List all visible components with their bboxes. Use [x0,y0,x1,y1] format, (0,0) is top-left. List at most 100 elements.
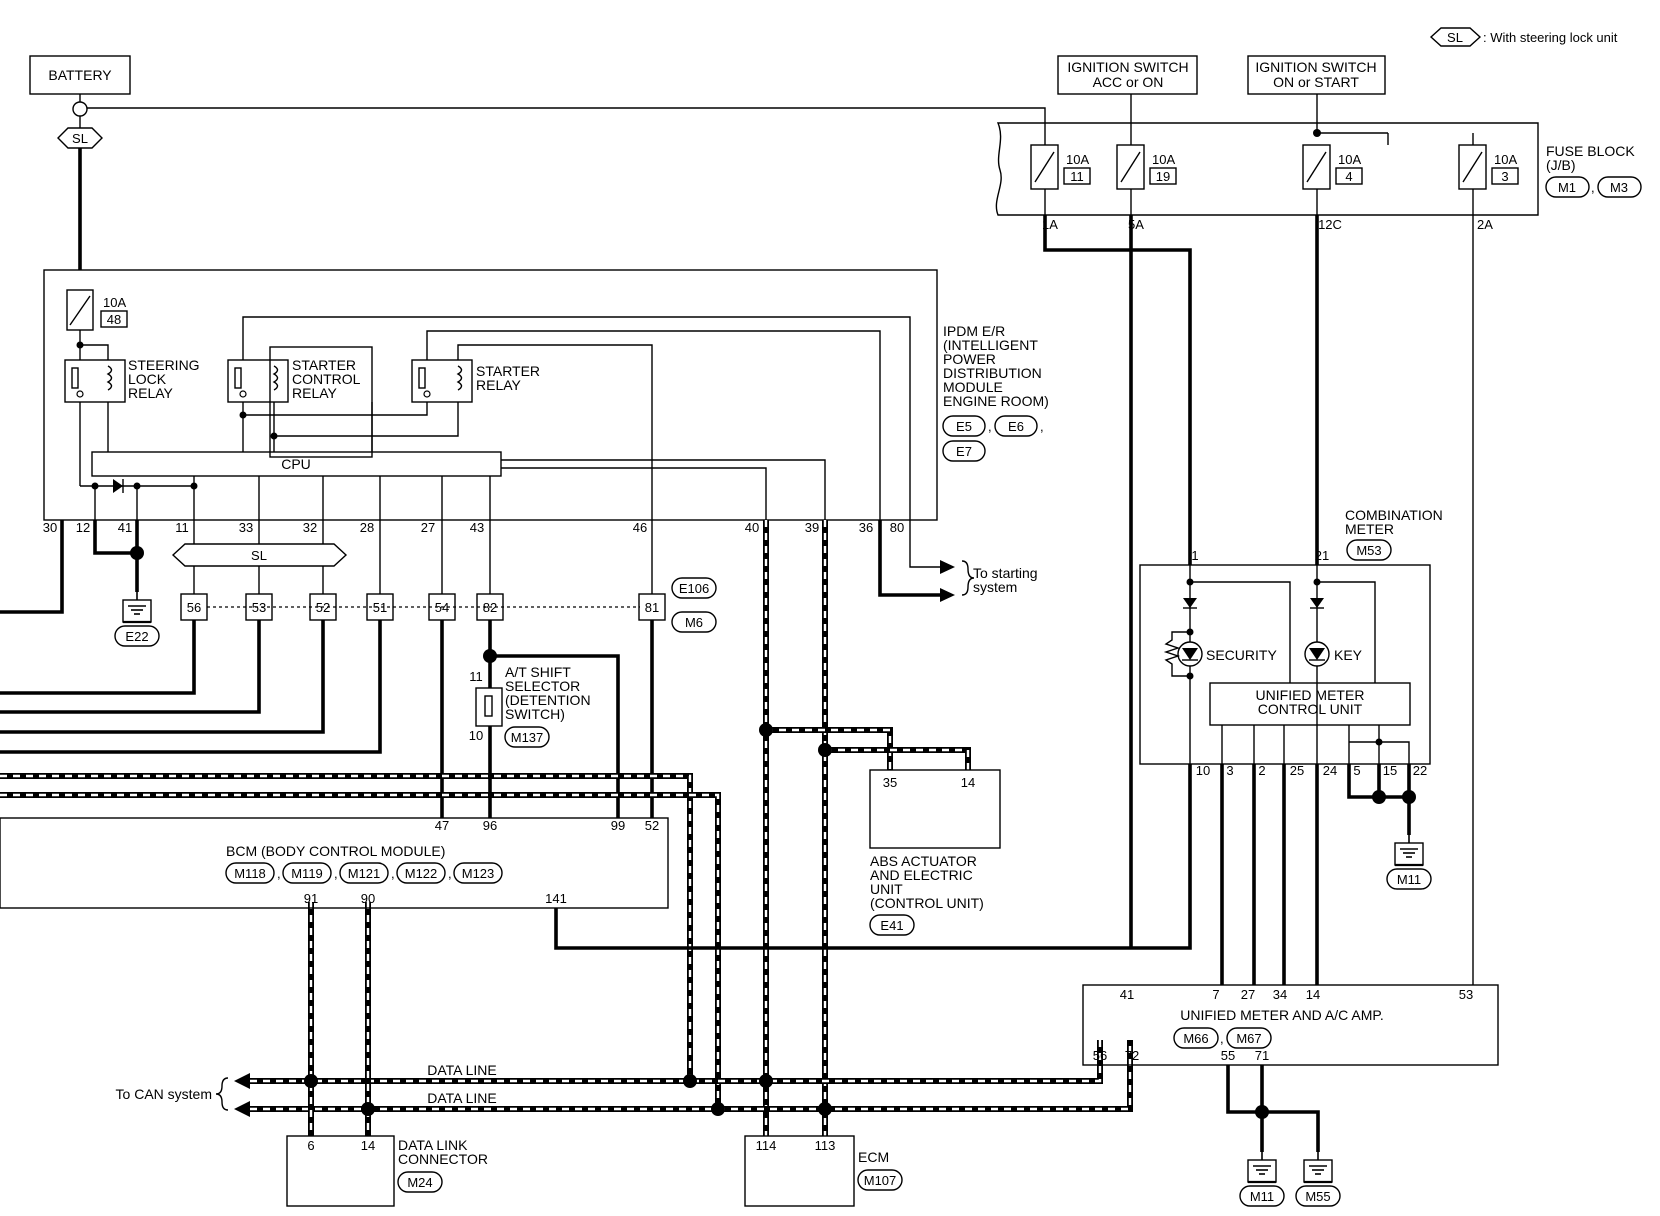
svg-text:10: 10 [469,728,483,743]
svg-text:M121: M121 [348,866,381,881]
svg-text:DISTRIBUTION: DISTRIBUTION [943,365,1042,381]
svg-text:80: 80 [890,520,904,535]
svg-text:STEERING: STEERING [128,357,200,373]
svg-text:M1: M1 [1558,180,1576,195]
svg-text:M53: M53 [1356,543,1381,558]
svg-text:IGNITION SWITCH: IGNITION SWITCH [1255,59,1376,75]
ipdm-pins: 30 12 41 11 33 32 28 27 43 46 40 39 36 8… [43,520,904,535]
ground-m55: M55 [1305,1189,1330,1204]
svg-text:99: 99 [611,818,625,833]
svg-text:35: 35 [883,775,897,790]
fuse-4: 10A 4 12C [1302,144,1363,232]
svg-text:E7: E7 [956,444,972,459]
svg-text:39: 39 [805,520,819,535]
svg-text:E6: E6 [1008,419,1024,434]
svg-text:27: 27 [421,520,435,535]
svg-text:52: 52 [316,600,330,615]
svg-text:12C: 12C [1318,217,1342,232]
key-indicator-label: KEY [1334,647,1363,663]
svg-text:12: 12 [76,520,90,535]
svg-text:,: , [277,866,281,881]
bcm: 47 96 99 52 BCM (BODY CONTROL MODULE) M1… [0,817,669,909]
svg-text:RELAY: RELAY [128,385,174,401]
svg-text:STARTER: STARTER [292,357,356,373]
svg-text:54: 54 [435,600,449,615]
svg-text:55: 55 [1221,1048,1235,1063]
svg-text:52: 52 [645,818,659,833]
svg-text:22: 22 [1413,763,1427,778]
joint-connector: 56 53 52 51 54 82 81 E106 M6 [180,577,717,633]
svg-text:48: 48 [107,312,121,327]
svg-text:M67: M67 [1236,1031,1261,1046]
svg-text:(DETENTION: (DETENTION [505,692,591,708]
svg-text:M122: M122 [405,866,438,881]
svg-text:,: , [1040,419,1044,434]
svg-text:82: 82 [483,600,497,615]
svg-text:UNIT: UNIT [870,881,903,897]
svg-text:90: 90 [361,891,375,906]
svg-text:M137: M137 [511,730,544,745]
svg-text:5: 5 [1353,763,1360,778]
svg-text:19: 19 [1156,169,1170,184]
svg-text:32: 32 [303,520,317,535]
svg-text:91: 91 [304,891,318,906]
svg-text:4: 4 [1345,169,1352,184]
bcm-label: BCM (BODY CONTROL MODULE) [226,843,445,859]
svg-text:POWER: POWER [943,351,996,367]
svg-text:AND ELECTRIC: AND ELECTRIC [870,867,973,883]
svg-text:14: 14 [361,1138,375,1153]
svg-text:43: 43 [470,520,484,535]
svg-text:114: 114 [756,1138,777,1153]
svg-text:SWITCH): SWITCH) [505,706,565,722]
svg-text:,: , [988,419,992,434]
svg-text:M118: M118 [234,866,266,881]
svg-text:system: system [973,579,1017,595]
sl-tag-battery [57,127,103,149]
ground-symbol-m55 [1302,1150,1334,1184]
svg-text:47: 47 [435,818,449,833]
svg-text:10A: 10A [1494,152,1517,167]
svg-text:CONTROL UNIT: CONTROL UNIT [1258,701,1363,717]
svg-text:STARTER: STARTER [476,363,540,379]
ground-m11-meter: M11 [1397,872,1421,887]
svg-text:53: 53 [252,600,266,615]
svg-text:METER: METER [1345,521,1394,537]
svg-text:CONTROL: CONTROL [292,371,361,387]
svg-text:(INTELLIGENT: (INTELLIGENT [943,337,1038,353]
svg-text:1: 1 [1191,548,1198,563]
svg-text:34: 34 [1273,987,1287,1002]
svg-text:M123: M123 [462,866,495,881]
svg-text:ON or START: ON or START [1273,74,1359,90]
svg-text:33: 33 [239,520,253,535]
svg-text:51: 51 [373,600,387,615]
ipdm-er: 10A 48 STEERING LOCK RELAY STARTER CONTR… [43,269,1049,535]
svg-text:RELAY: RELAY [476,377,522,393]
ecm: 114 113 ECM M107 [744,1135,903,1207]
svg-text:40: 40 [745,520,759,535]
abs-actuator: 35 14 ABS ACTUATOR AND ELECTRIC UNIT (CO… [869,769,1001,936]
svg-text:10A: 10A [1338,152,1361,167]
svg-text:RELAY: RELAY [292,385,338,401]
svg-text:28: 28 [360,520,374,535]
svg-text:SL: SL [251,548,267,563]
svg-text:E106: E106 [679,581,709,596]
cpu-label: CPU [281,456,311,472]
svg-text:CONNECTOR: CONNECTOR [398,1151,488,1167]
svg-text:M3: M3 [1610,180,1628,195]
svg-text:11: 11 [1070,169,1084,184]
svg-text:IPDM E/R: IPDM E/R [943,323,1005,339]
fuse-block: 10A 11 1A 10A 19 5A 10A 4 12C 10 [995,122,1642,232]
combination-meter: COMBINATION METER M53 1 21 SECURITY KEY [1139,507,1443,778]
data-line-label-1: DATA LINE [427,1062,497,1078]
fuse-19: 10A 19 5A [1116,144,1177,232]
svg-text:141: 141 [545,891,567,906]
svg-text:6: 6 [307,1138,314,1153]
svg-text:7: 7 [1212,987,1219,1002]
data-link-connector: 6 14 DATA LINK CONNECTOR M24 [286,1135,488,1207]
ground-m11-amp: M11 [1250,1189,1274,1204]
security-indicator-label: SECURITY [1206,647,1277,663]
svg-text:ABS ACTUATOR: ABS ACTUATOR [870,853,977,869]
svg-text:25: 25 [1290,763,1304,778]
svg-text:56: 56 [1093,1048,1107,1063]
